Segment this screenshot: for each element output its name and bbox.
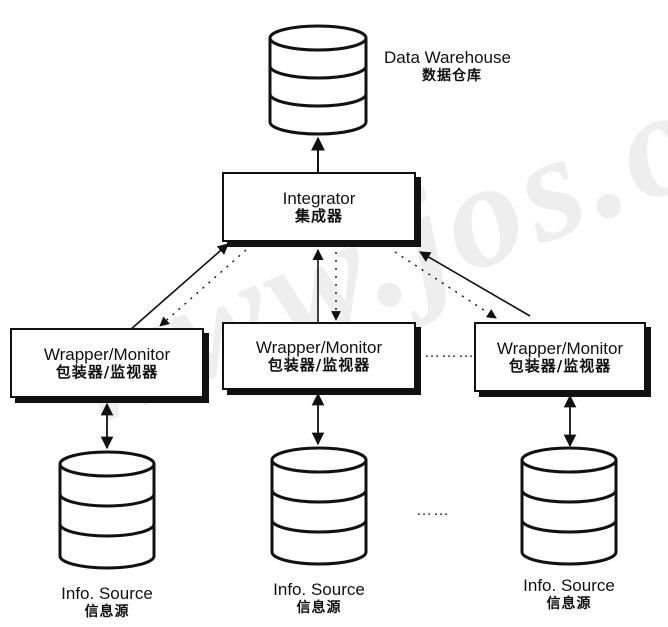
arrow-wrapper1-to-integrator xyxy=(129,243,229,331)
source-cylinder-icon xyxy=(270,446,368,566)
wrapper-monitor-box: Wrapper/Monitor 包装器/监视器 xyxy=(10,328,204,398)
integrator-title: Integrator xyxy=(282,188,356,208)
wrapper-monitor-title: Wrapper/Monitor xyxy=(496,338,624,358)
arrow-wrapper3-to-integrator xyxy=(419,251,531,317)
wrapper-monitor-title-zh: 包装器/监视器 xyxy=(55,363,159,382)
info-source-title: Info. Source xyxy=(273,580,365,599)
source-ellipsis: …… xyxy=(416,502,450,519)
dotted-arrow-integrator-to-wrapper1 xyxy=(159,249,247,327)
source-cylinder-icon xyxy=(58,450,156,570)
data-warehouse-title-zh: 数据仓库 xyxy=(422,68,482,85)
info-source-label: Info. Source 信息源 xyxy=(492,576,646,613)
data-warehouse-label: Data Warehouse 数据仓库 xyxy=(384,48,511,85)
source-cylinder-icon xyxy=(520,446,618,566)
wrapper-monitor-box: Wrapper/Monitor 包装器/监视器 xyxy=(222,322,416,390)
data-warehouse-title: Data Warehouse xyxy=(384,48,511,67)
integrator-box: Integrator 集成器 xyxy=(222,172,416,242)
data-warehouse-cylinder-icon xyxy=(268,24,368,136)
integrator-title-zh: 集成器 xyxy=(294,207,343,226)
wrapper-monitor-title: Wrapper/Monitor xyxy=(43,344,171,364)
wrapper-monitor-title-zh: 包装器/监视器 xyxy=(267,356,371,375)
info-source-title-zh: 信息源 xyxy=(546,596,592,613)
info-source-label: Info. Source 信息源 xyxy=(30,584,184,621)
wrapper-monitor-box: Wrapper/Monitor 包装器/监视器 xyxy=(474,322,646,392)
info-source-title: Info. Source xyxy=(61,584,153,603)
wrapper-monitor-title-zh: 包装器/监视器 xyxy=(508,357,612,376)
info-source-title: Info. Source xyxy=(523,576,615,595)
info-source-title-zh: 信息源 xyxy=(296,600,342,617)
wrapper-ellipsis: ……… xyxy=(424,344,475,361)
wrapper-monitor-title: Wrapper/Monitor xyxy=(255,337,383,357)
info-source-title-zh: 信息源 xyxy=(84,604,130,621)
dotted-arrow-integrator-to-wrapper3 xyxy=(394,251,497,319)
info-source-label: Info. Source 信息源 xyxy=(242,580,396,617)
